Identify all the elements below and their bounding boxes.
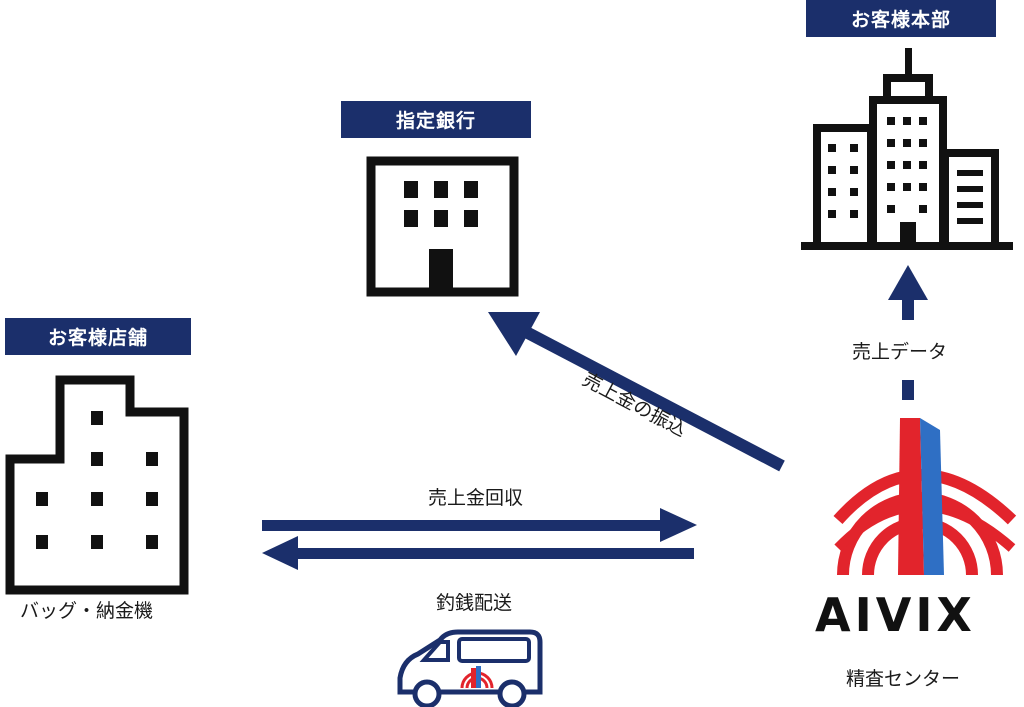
collect-label: 売上金回収 <box>428 487 524 509</box>
hq-building-icon <box>801 48 1013 250</box>
store-tag: お客様店舗 <box>5 318 191 355</box>
collect-arrow <box>262 508 697 542</box>
center-label: 精査センター <box>846 668 961 690</box>
store-building-icon <box>5 375 189 595</box>
transfer-arrow <box>488 312 785 472</box>
bank-tag: 指定銀行 <box>341 101 531 138</box>
data-arrow <box>888 265 928 400</box>
aivix-logo-icon <box>833 418 1017 580</box>
van-icon <box>397 629 543 707</box>
store-windows <box>36 411 158 549</box>
aivix-logo-text: AIVIX <box>815 588 976 642</box>
data-label: 売上データ <box>850 337 950 364</box>
change-arrow <box>262 536 694 570</box>
bank-building-icon <box>366 156 519 297</box>
bag-label: バッグ・納金機 <box>20 600 154 622</box>
change-label: 釣銭配送 <box>436 592 513 614</box>
van-logo-icon <box>460 666 494 689</box>
hq-tag: お客様本部 <box>806 0 996 37</box>
